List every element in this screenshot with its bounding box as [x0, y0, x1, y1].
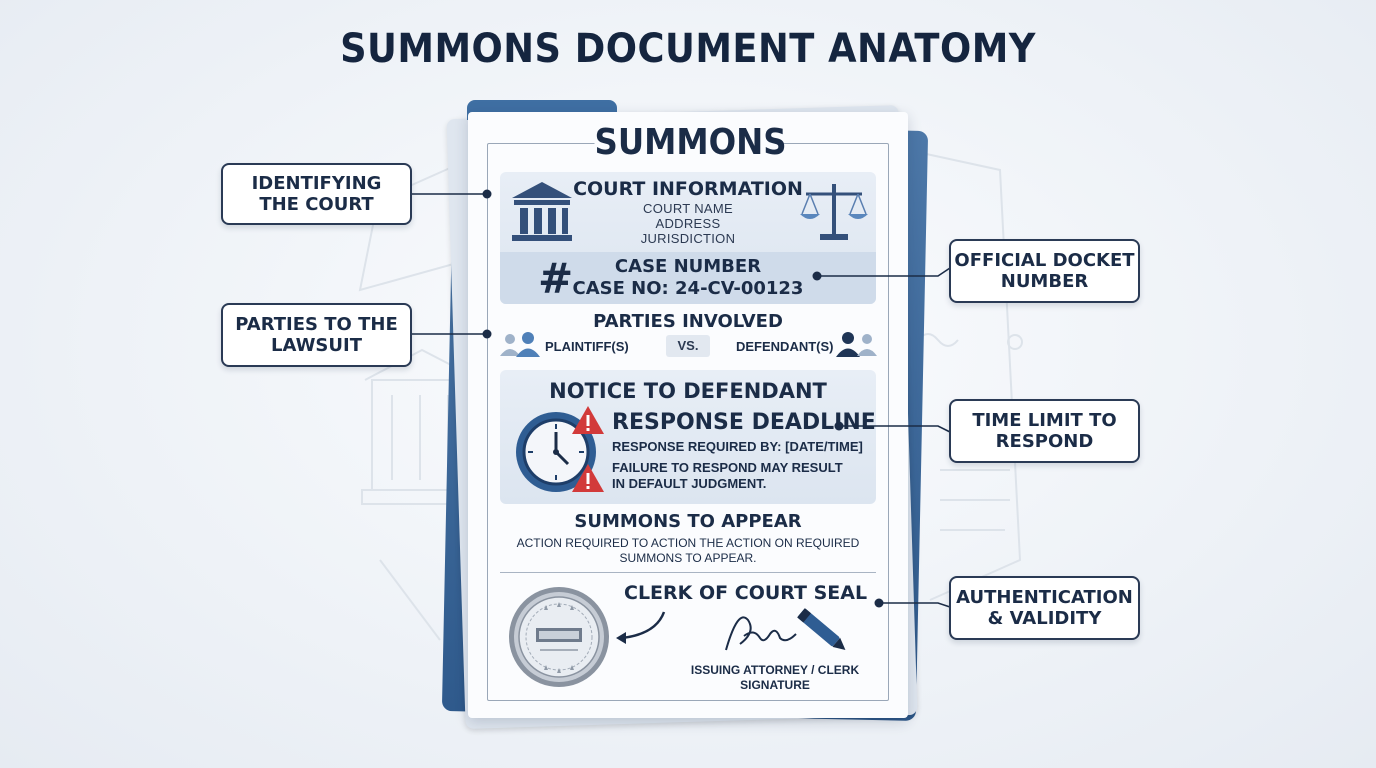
- default-warning-line2: IN DEFAULT JUDGMENT.: [612, 476, 767, 491]
- curved-arrow-icon: [616, 611, 666, 644]
- default-warning-line1: FAILURE TO RESPOND MAY RESULT: [612, 460, 843, 475]
- callout-docket-number: OFFICIAL DOCKET NUMBER: [949, 239, 1140, 303]
- callout-auth-text: AUTHENTICATION & VALIDITY: [956, 587, 1133, 629]
- signature-label-line1: ISSUING ATTORNEY / CLERK: [690, 663, 860, 677]
- callout-parties-text: PARTIES TO THE LAWSUIT: [235, 314, 398, 356]
- defendant-people-icon: [836, 332, 877, 357]
- callout-time-limit: TIME LIMIT TO RESPOND: [949, 399, 1140, 463]
- section-divider: [500, 572, 876, 573]
- court-seal-icon: [509, 587, 609, 687]
- courthouse-icon: [512, 182, 572, 241]
- defendant-label: DEFENDANT(S): [736, 339, 834, 354]
- court-name-line: COURT NAME: [643, 201, 733, 216]
- callout-authentication: AUTHENTICATION & VALIDITY: [949, 576, 1140, 640]
- response-deadline-title: RESPONSE DEADLINE: [612, 410, 876, 435]
- page-title: SUMMONS DOCUMENT ANATOMY: [340, 26, 1036, 72]
- court-jurisdiction-line: JURISDICTION: [640, 231, 736, 246]
- parties-title: PARTIES INVOLVED: [593, 311, 783, 332]
- case-number-value: CASE NO: 24-CV-00123: [572, 278, 804, 299]
- scales-icon: [800, 184, 868, 240]
- response-required-by: RESPONSE REQUIRED BY: [DATE/TIME]: [612, 439, 863, 454]
- appear-instruction-line1: ACTION REQUIRED TO ACTION THE ACTION ON …: [516, 536, 860, 550]
- plaintiff-people-icon: [500, 332, 540, 357]
- hash-icon: #: [538, 254, 574, 303]
- signature-pen-icon: [725, 608, 846, 651]
- court-address-line: ADDRESS: [655, 216, 721, 231]
- callout-docket-text: OFFICIAL DOCKET NUMBER: [954, 250, 1135, 292]
- versus-badge: VS.: [666, 335, 710, 357]
- callout-identifying-court: IDENTIFYING THE COURT: [221, 163, 412, 225]
- clerk-seal-title: CLERK OF COURT SEAL: [624, 582, 868, 604]
- callout-parties: PARTIES TO THE LAWSUIT: [221, 303, 412, 367]
- notice-title: NOTICE TO DEFENDANT: [549, 379, 827, 403]
- signature-label-line2: SIGNATURE: [740, 678, 810, 692]
- callout-court-text: IDENTIFYING THE COURT: [251, 173, 382, 215]
- plaintiff-label: PLAINTIFF(S): [545, 339, 629, 354]
- callout-deadline-text: TIME LIMIT TO RESPOND: [972, 410, 1117, 452]
- appear-instruction-line2: SUMMONS TO APPEAR.: [619, 551, 757, 565]
- court-information-title: COURT INFORMATION: [573, 178, 803, 200]
- document-heading: SUMMONS: [594, 122, 787, 163]
- summons-to-appear-title: SUMMONS TO APPEAR: [574, 511, 802, 532]
- clock-warning-icon: [516, 406, 604, 492]
- case-number-title: CASE NUMBER: [614, 256, 762, 277]
